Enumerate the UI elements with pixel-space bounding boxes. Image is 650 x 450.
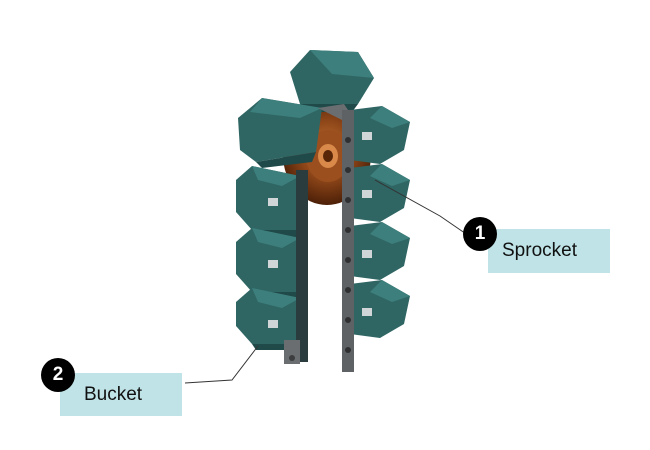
bucket-label: Bucket [60, 373, 182, 416]
bucket-left-3 [236, 288, 308, 350]
sprocket-label: Sprocket [488, 229, 610, 273]
bucket-top [290, 50, 374, 112]
bucket-right-1 [350, 106, 410, 164]
bucket-label-text: Bucket [84, 383, 143, 405]
bucket-right-3 [350, 222, 410, 280]
bucket-right-4 [350, 280, 410, 338]
callout-badge-2: 2 [41, 358, 75, 392]
chain-right [318, 104, 354, 372]
bucket-upper-left [238, 98, 322, 168]
chain-left [284, 170, 308, 364]
leader-line-sprocket [374, 179, 473, 239]
sprocket-label-text: Sprocket [502, 240, 577, 261]
callout-badge-1: 1 [463, 217, 497, 251]
bucket-left-1 [236, 166, 308, 238]
bucket-right-2 [350, 164, 410, 222]
leader-line-bucket [184, 345, 259, 384]
